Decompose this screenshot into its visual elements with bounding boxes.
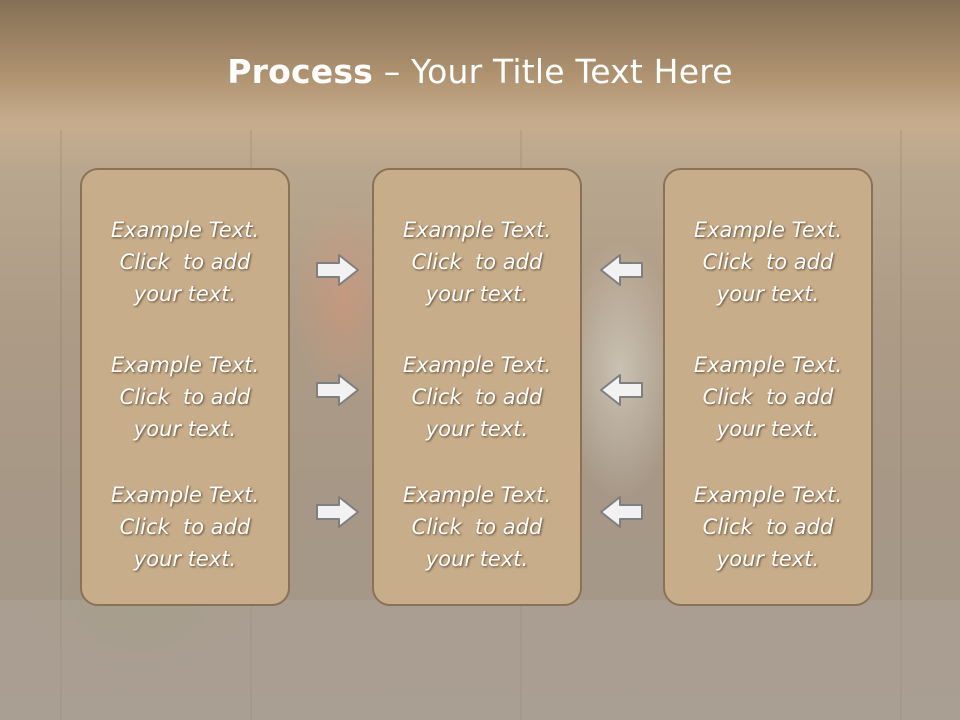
right-box-text-2[interactable]: Example Text. Click to add your text. [665, 349, 871, 445]
text-line: Click to add [119, 385, 251, 409]
center-process-box[interactable]: Example Text. Click to add your text. Ex… [372, 168, 582, 606]
text-line: your text. [133, 282, 237, 306]
text-line: Click to add [702, 385, 834, 409]
text-line: Click to add [119, 515, 251, 539]
text-line: Example Text. [402, 218, 552, 242]
left-box-text-1[interactable]: Example Text. Click to add your text. [82, 214, 288, 310]
right-arrow-icon[interactable] [315, 252, 361, 288]
center-box-text-2[interactable]: Example Text. Click to add your text. [374, 349, 580, 445]
text-line: Click to add [702, 515, 834, 539]
center-box-text-3[interactable]: Example Text. Click to add your text. [374, 479, 580, 575]
text-line: Click to add [411, 385, 543, 409]
text-line: Example Text. [693, 353, 843, 377]
text-line: your text. [716, 282, 820, 306]
text-line: your text. [133, 417, 237, 441]
text-line: Example Text. [693, 218, 843, 242]
background-plank [900, 130, 902, 720]
right-process-box[interactable]: Example Text. Click to add your text. Ex… [663, 168, 873, 606]
text-line: Click to add [702, 250, 834, 274]
center-box-text-1[interactable]: Example Text. Click to add your text. [374, 214, 580, 310]
left-arrow-icon[interactable] [598, 372, 644, 408]
text-line: your text. [425, 282, 529, 306]
text-line: your text. [716, 417, 820, 441]
text-line: Click to add [411, 515, 543, 539]
title-rest-text: – Your Title Text Here [373, 52, 733, 91]
text-line: Example Text. [110, 353, 260, 377]
text-line: Example Text. [693, 483, 843, 507]
text-line: your text. [133, 547, 237, 571]
title-bold-text: Process [227, 52, 374, 91]
text-line: Click to add [119, 250, 251, 274]
text-line: your text. [425, 547, 529, 571]
text-line: Click to add [411, 250, 543, 274]
slide-title[interactable]: Process – Your Title Text Here [0, 52, 960, 91]
left-arrow-icon[interactable] [598, 494, 644, 530]
background-table [0, 600, 960, 720]
background-plank [60, 130, 62, 720]
text-line: Example Text. [402, 353, 552, 377]
right-arrow-icon[interactable] [315, 494, 361, 530]
left-box-text-2[interactable]: Example Text. Click to add your text. [82, 349, 288, 445]
text-line: your text. [716, 547, 820, 571]
right-box-text-3[interactable]: Example Text. Click to add your text. [665, 479, 871, 575]
text-line: your text. [425, 417, 529, 441]
text-line: Example Text. [110, 483, 260, 507]
text-line: Example Text. [402, 483, 552, 507]
left-process-box[interactable]: Example Text. Click to add your text. Ex… [80, 168, 290, 606]
text-line: Example Text. [110, 218, 260, 242]
left-arrow-icon[interactable] [598, 252, 644, 288]
left-box-text-3[interactable]: Example Text. Click to add your text. [82, 479, 288, 575]
right-arrow-icon[interactable] [315, 372, 361, 408]
right-box-text-1[interactable]: Example Text. Click to add your text. [665, 214, 871, 310]
